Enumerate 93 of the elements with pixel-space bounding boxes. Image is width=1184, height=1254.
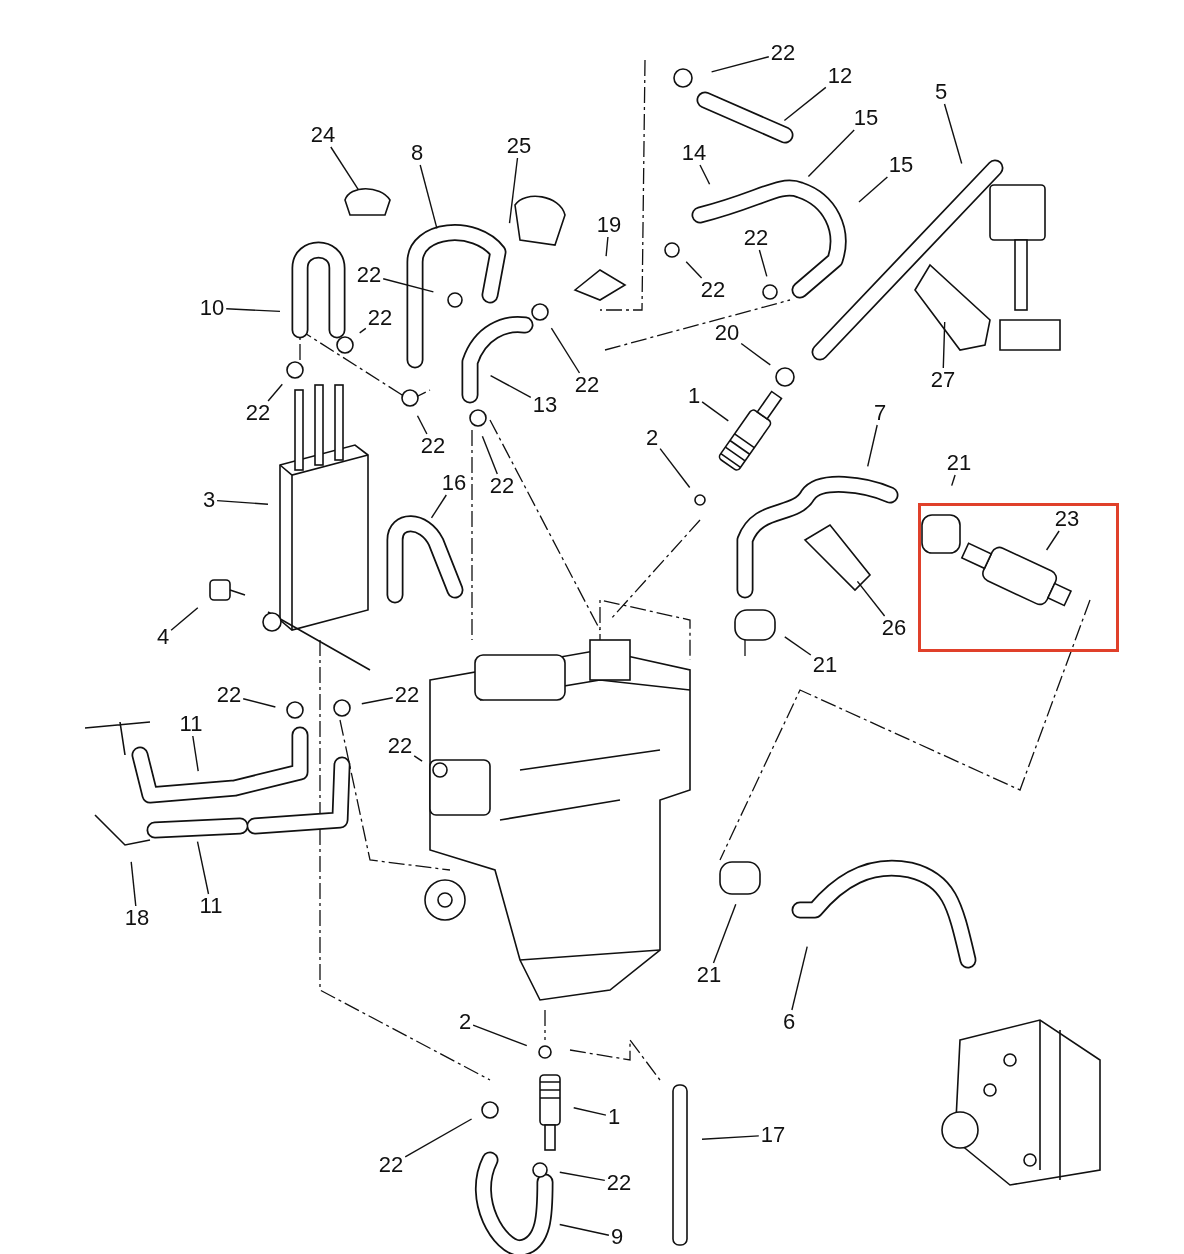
callout-number: 25 (504, 134, 534, 158)
callout-number: 22 (214, 683, 244, 707)
callout-number: 22 (376, 1153, 406, 1177)
callout-number: 22 (487, 474, 517, 498)
callout-number: 17 (758, 1123, 788, 1147)
leader-line (472, 1024, 528, 1047)
leader-line (489, 375, 532, 398)
callout-number: 22 (365, 306, 395, 330)
leader-line (712, 903, 737, 964)
callout-number: 1 (605, 1105, 623, 1129)
leader-line (559, 1171, 606, 1182)
callout-number: 3 (200, 488, 218, 512)
highlight-frame (918, 503, 1119, 652)
callout-number: 13 (530, 393, 560, 417)
leader-line (758, 249, 768, 278)
leader-line (413, 755, 423, 762)
callout-number: 11 (197, 894, 225, 918)
callout-number: 24 (308, 123, 338, 147)
leader-line (508, 157, 519, 224)
leader-line (481, 435, 498, 475)
leader-line (740, 342, 771, 366)
leader-line (701, 401, 729, 422)
leader-line (685, 261, 703, 279)
callout-number: 15 (886, 153, 916, 177)
callout-number: 22 (418, 434, 448, 458)
callout-number: 22 (768, 41, 798, 65)
leader-line (807, 129, 855, 178)
leader-line (361, 697, 394, 705)
callout-number: 26 (879, 616, 909, 640)
leader-line (216, 499, 269, 505)
leader-line (943, 103, 963, 165)
leader-line (951, 474, 956, 487)
leader-line (942, 321, 946, 369)
leader-line (605, 236, 609, 257)
leader-line (701, 1135, 760, 1140)
leader-line (783, 86, 827, 122)
callout-number: 27 (928, 368, 958, 392)
leader-line (192, 735, 199, 772)
callout-number: 8 (408, 141, 426, 165)
leader-line (784, 636, 812, 656)
callout-number: 9 (608, 1225, 626, 1249)
leader-line (196, 841, 210, 895)
leader-line (416, 415, 428, 435)
leader-line (130, 861, 137, 907)
leader-line (382, 278, 435, 293)
callout-number: 4 (154, 625, 172, 649)
leader-line (330, 146, 360, 191)
leader-line (659, 448, 691, 489)
leader-line (242, 698, 277, 708)
callout-number: 14 (679, 141, 709, 165)
callout-number: 21 (810, 653, 840, 677)
callout-number: 11 (177, 712, 205, 736)
callout-number: 22 (392, 683, 422, 707)
callout-number: 2 (456, 1010, 474, 1034)
callout-number: 15 (851, 106, 881, 130)
callout-number: 20 (712, 321, 742, 345)
callout-number: 18 (122, 906, 152, 930)
callout-number: 19 (594, 213, 624, 237)
callout-number: 22 (572, 373, 602, 397)
callout-number: 6 (780, 1010, 798, 1034)
leader-line (559, 1223, 610, 1236)
leader-line (858, 176, 889, 203)
leader-line (573, 1107, 607, 1116)
leader-line (856, 580, 886, 617)
callout-number: 22 (741, 226, 771, 250)
callout-number: 22 (604, 1171, 634, 1195)
leader-line (419, 164, 438, 230)
callout-number: 22 (354, 263, 384, 287)
callout-number: 21 (694, 963, 724, 987)
callout-number: 23 (1052, 507, 1082, 531)
leader-line (170, 607, 199, 631)
leader-line (1045, 530, 1060, 551)
leader-line (430, 494, 447, 519)
callout-number: 7 (871, 401, 889, 425)
leader-line (550, 327, 581, 374)
callout-number: 5 (932, 80, 950, 104)
callout-number: 12 (825, 64, 855, 88)
leader-line (710, 56, 770, 73)
leader-line (225, 308, 281, 313)
callout-number: 22 (698, 278, 728, 302)
leader-line (699, 164, 711, 185)
leader-line (867, 424, 878, 467)
callout-number: 10 (197, 296, 227, 320)
leader-line (359, 327, 367, 334)
callout-number: 21 (944, 451, 974, 475)
callout-number: 16 (439, 471, 469, 495)
leader-line (791, 946, 808, 1011)
leader-line (267, 383, 283, 402)
callout-number: 22 (385, 734, 415, 758)
leader-line (404, 1118, 473, 1158)
callout-number: 1 (685, 384, 703, 408)
callout-number: 2 (643, 426, 661, 450)
callout-number: 22 (243, 401, 273, 425)
